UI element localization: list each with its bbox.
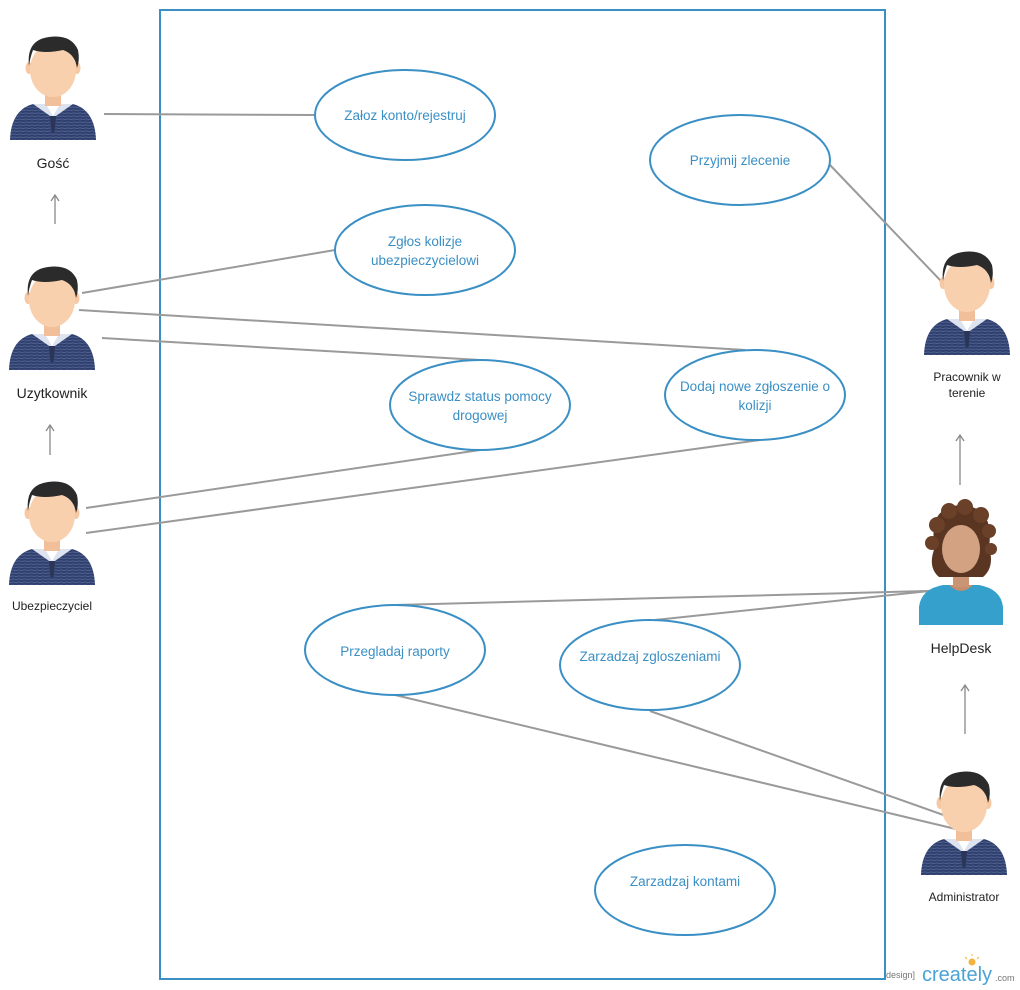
use-case-manage-accounts-label: Zarzadzaj kontami <box>630 874 740 889</box>
use-case-register-label: Załoz konto/rejestruj <box>344 108 466 123</box>
watermark-suffix: .com <box>995 973 1015 983</box>
actor-pracownik-label-2: terenie <box>949 386 986 400</box>
use-case-accept-order[interactable]: Przyjmij zlecenie <box>649 114 831 206</box>
use-cases: Załoz konto/rejestruj Przyjmij zlecenie … <box>304 69 846 936</box>
use-case-accept-order-label: Przyjmij zlecenie <box>690 153 791 168</box>
connector-helpdesk-tickets <box>654 587 959 621</box>
connector-ubezpieczyciel-status <box>85 449 481 509</box>
connectors <box>78 113 967 831</box>
woman-icon <box>919 499 1003 625</box>
actor-administrator-label: Administrator <box>929 890 1000 904</box>
actor-gosc[interactable]: Gość <box>10 36 96 171</box>
connector-uzytkownik-add <box>78 309 746 351</box>
connector-uzytkownik-status <box>101 337 481 361</box>
actor-uzytkownik-label: Uzytkownik <box>17 385 89 401</box>
use-case-check-status-label-2: drogowej <box>453 408 508 423</box>
connector-ubezpieczyciel-add <box>85 439 761 534</box>
generalization-arrows <box>45 193 970 734</box>
use-case-browse-reports[interactable]: Przegladaj raporty <box>304 604 486 696</box>
actor-ubezpieczyciel-label: Ubezpieczyciel <box>12 599 92 613</box>
use-case-manage-tickets[interactable]: Zarzadzaj zgloszeniami <box>559 619 741 711</box>
connector-admin-tickets <box>649 710 967 824</box>
use-case-check-status-label-1: Sprawdz status pomocy <box>408 389 552 404</box>
actor-helpdesk[interactable]: HelpDesk <box>919 499 1003 656</box>
use-case-report-collision[interactable]: Zgłos kolizje ubezpieczycielowi <box>334 204 516 296</box>
use-case-add-report[interactable]: Dodaj nowe zgłoszenie o kolizji <box>664 349 846 441</box>
actor-pracownik-label-1: Pracownik w <box>933 370 1001 384</box>
actor-ubezpieczyciel[interactable]: Ubezpieczyciel <box>9 481 95 613</box>
use-case-report-collision-label-2: ubezpieczycielowi <box>371 253 479 268</box>
use-case-register[interactable]: Załoz konto/rejestruj <box>314 69 496 161</box>
actor-uzytkownik[interactable]: Uzytkownik <box>9 266 95 401</box>
person-icon <box>9 266 95 370</box>
arrow-helpdesk-to-pracownik <box>955 433 965 485</box>
arrow-ubezpieczyciel-to-uzytkownik <box>45 423 55 455</box>
bulb-icon <box>964 954 980 966</box>
use-case-manage-tickets-label: Zarzadzaj zgloszeniami <box>579 649 720 664</box>
use-case-report-collision-label-1: Zgłos kolizje <box>388 234 462 249</box>
use-case-browse-reports-label: Przegladaj raporty <box>340 644 450 659</box>
arrow-uzytkownik-to-gosc <box>50 193 60 224</box>
person-icon <box>924 251 1010 355</box>
creately-watermark: design] creately .com <box>886 954 1015 986</box>
connector-helpdesk-reports <box>394 589 966 606</box>
actor-pracownik[interactable]: Pracownik w terenie <box>924 251 1010 400</box>
connector-admin-reports <box>394 694 961 831</box>
actor-helpdesk-label: HelpDesk <box>931 640 993 656</box>
system-boundary <box>159 9 886 980</box>
connector-gosc-register <box>103 113 316 116</box>
actor-administrator[interactable]: Administrator <box>921 771 1007 904</box>
watermark-brand: creately <box>922 964 992 986</box>
person-icon <box>9 481 95 585</box>
actor-gosc-label: Gość <box>37 155 70 171</box>
use-case-add-report-label-2: kolizji <box>738 398 771 413</box>
use-case-add-report-label-1: Dodaj nowe zgłoszenie o <box>680 379 830 394</box>
watermark-prefix: design] <box>886 970 915 980</box>
connector-uzytkownik-report <box>81 249 336 294</box>
arrow-admin-to-helpdesk <box>960 683 970 734</box>
use-case-manage-accounts[interactable]: Zarzadzaj kontami <box>594 844 776 936</box>
use-case-check-status[interactable]: Sprawdz status pomocy drogowej <box>389 359 571 451</box>
person-icon <box>10 36 96 140</box>
